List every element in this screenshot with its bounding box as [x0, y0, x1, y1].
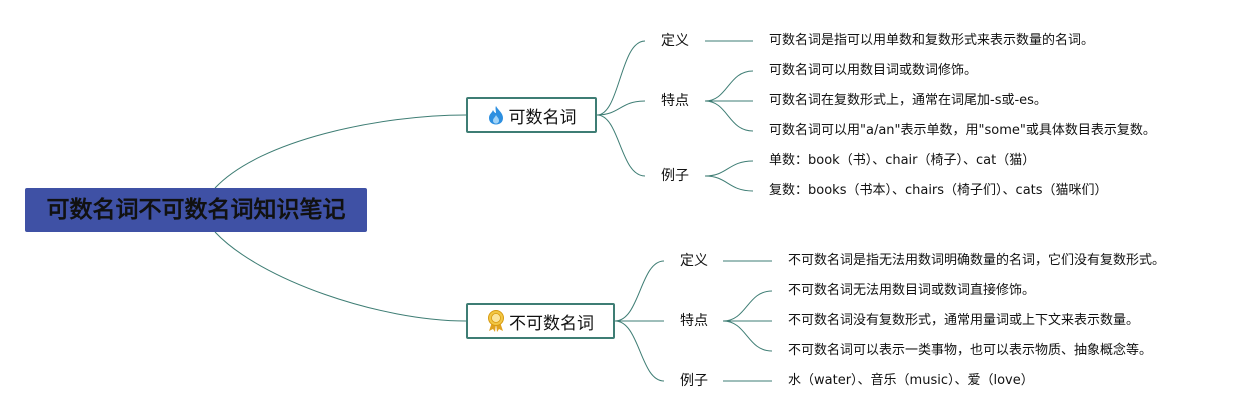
countable-definition-label: 定义: [661, 33, 689, 49]
countable-feature-item: 可数名词可以用数目词或数词修饰。: [769, 63, 978, 78]
root-topic[interactable]: 可数名词不可数名词知识笔记: [25, 188, 367, 232]
uncountable-definition-item: 不可数名词是指无法用数词明确数量的名词，它们没有复数形式。: [788, 253, 1166, 268]
uncountable-feature-item: 不可数名词无法用数目词或数词直接修饰。: [788, 283, 1036, 298]
countable-examples-label: 例子: [661, 168, 689, 184]
flame-icon: [488, 106, 503, 125]
countable-example-item: 复数：books（书本）、chairs（椅子们）、cats（猫咪们）: [769, 183, 1108, 198]
root-title: 可数名词不可数名词知识笔记: [46, 197, 346, 223]
countable-feature-item: 可数名词可以用"a/an"表示单数，用"some"或具体数目表示复数。: [769, 123, 1156, 138]
topic-countable[interactable]: 可数名词: [466, 97, 597, 133]
uncountable-definition-label: 定义: [680, 253, 708, 269]
topic-countable-label: 可数名词: [508, 107, 577, 128]
award-medal-icon: [488, 310, 504, 332]
uncountable-features-label: 特点: [680, 313, 708, 329]
uncountable-example-item: 水（water）、音乐（music）、爱（love）: [788, 373, 1034, 388]
topic-uncountable-label: 不可数名词: [509, 313, 594, 334]
uncountable-examples-label: 例子: [680, 373, 708, 389]
countable-example-item: 单数：book（书）、chair（椅子）、cat（猫）: [769, 153, 1036, 168]
countable-features-label: 特点: [661, 93, 689, 109]
uncountable-feature-item: 不可数名词没有复数形式，通常用量词或上下文来表示数量。: [788, 313, 1140, 328]
countable-definition-item: 可数名词是指可以用单数和复数形式来表示数量的名词。: [769, 33, 1095, 48]
uncountable-feature-item: 不可数名词可以表示一类事物，也可以表示物质、抽象概念等。: [788, 343, 1153, 358]
countable-feature-item: 可数名词在复数形式上，通常在词尾加-s或-es。: [769, 93, 1047, 108]
topic-uncountable[interactable]: 不可数名词: [466, 303, 615, 339]
